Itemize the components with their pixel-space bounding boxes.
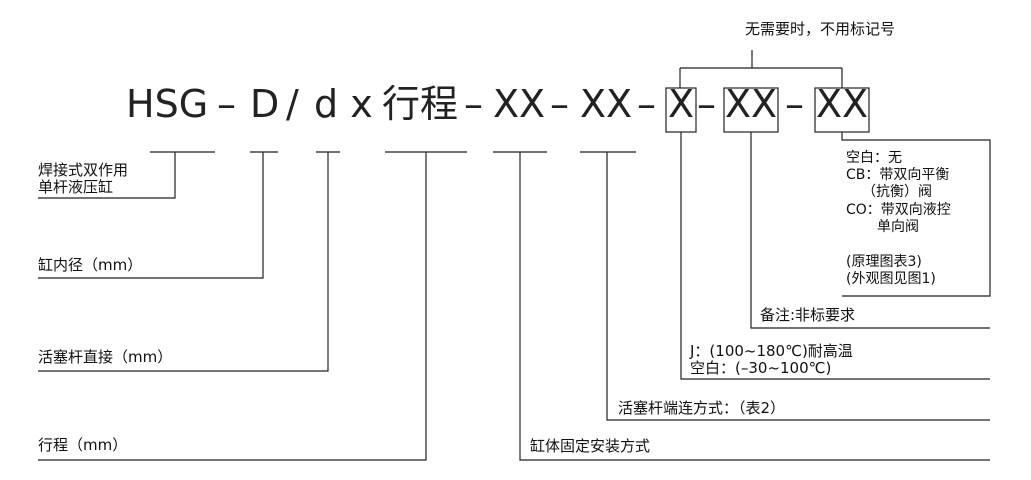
code-seg-xx-1: XX (493, 82, 546, 126)
label-bore: 缸内径（mm） (38, 256, 143, 274)
label-rod: 活塞杆直接（mm） (38, 348, 173, 366)
label-stroke: 行程（mm） (38, 436, 128, 454)
code-dash-2: – (464, 82, 483, 126)
leader-temp (680, 132, 990, 380)
label-valve-co2: 单向阀 (877, 219, 919, 235)
label-ref2: (外观图见图1) (846, 271, 936, 287)
code-dash-4: – (637, 82, 656, 126)
label-valve-co1: CO：带双向液控 (846, 202, 951, 218)
code-seg-dx: d x (314, 82, 373, 126)
label-valve-cb1: CB：带双向平衡 (846, 167, 950, 183)
code-dash-6: – (785, 82, 804, 126)
top-note: 无需要时，不用标记号 (745, 20, 896, 38)
label-mount: 缸体固定安装方式 (530, 437, 651, 455)
leader-remark (750, 132, 990, 329)
code-dash-5: – (697, 82, 716, 126)
code-seg-stroke: 行程 (382, 82, 459, 126)
code-slash: / (286, 82, 299, 126)
label-valve-cb2: （抗衡）阀 (862, 184, 932, 200)
label-remark: 备注:非标要求 (760, 306, 856, 324)
code-seg-xx-2: XX (580, 82, 633, 126)
code-seg-x: X (668, 82, 695, 126)
leader-valve (841, 132, 991, 297)
code-dash-3: – (550, 82, 569, 126)
code-prefix: HSG (126, 82, 209, 126)
leader-stroke (38, 152, 427, 461)
code-seg-xx-4: XX (816, 82, 869, 126)
leader-type (38, 152, 176, 199)
label-type-line2: 单杆液压缸 (38, 178, 114, 196)
code-seg-d: D (250, 82, 280, 126)
label-valve-blank: 空白：无 (846, 150, 902, 166)
leader-bore (38, 152, 264, 279)
label-temp-blank: 空白：(–30~100℃) (690, 359, 832, 377)
code-seg-xx-3: XX (725, 82, 778, 126)
leader-rod (38, 152, 329, 372)
label-rodend: 活塞杆端连方式：（表2） (618, 399, 786, 417)
label-type-line1: 焊接式双作用 (38, 161, 129, 179)
label-ref1: (原理图表3) (846, 254, 922, 270)
label-temp-j: J：(100~180℃)耐高温 (690, 342, 853, 360)
leader-mount (519, 152, 990, 461)
code-dash-1: – (217, 82, 236, 126)
leader-rodend (606, 152, 990, 421)
